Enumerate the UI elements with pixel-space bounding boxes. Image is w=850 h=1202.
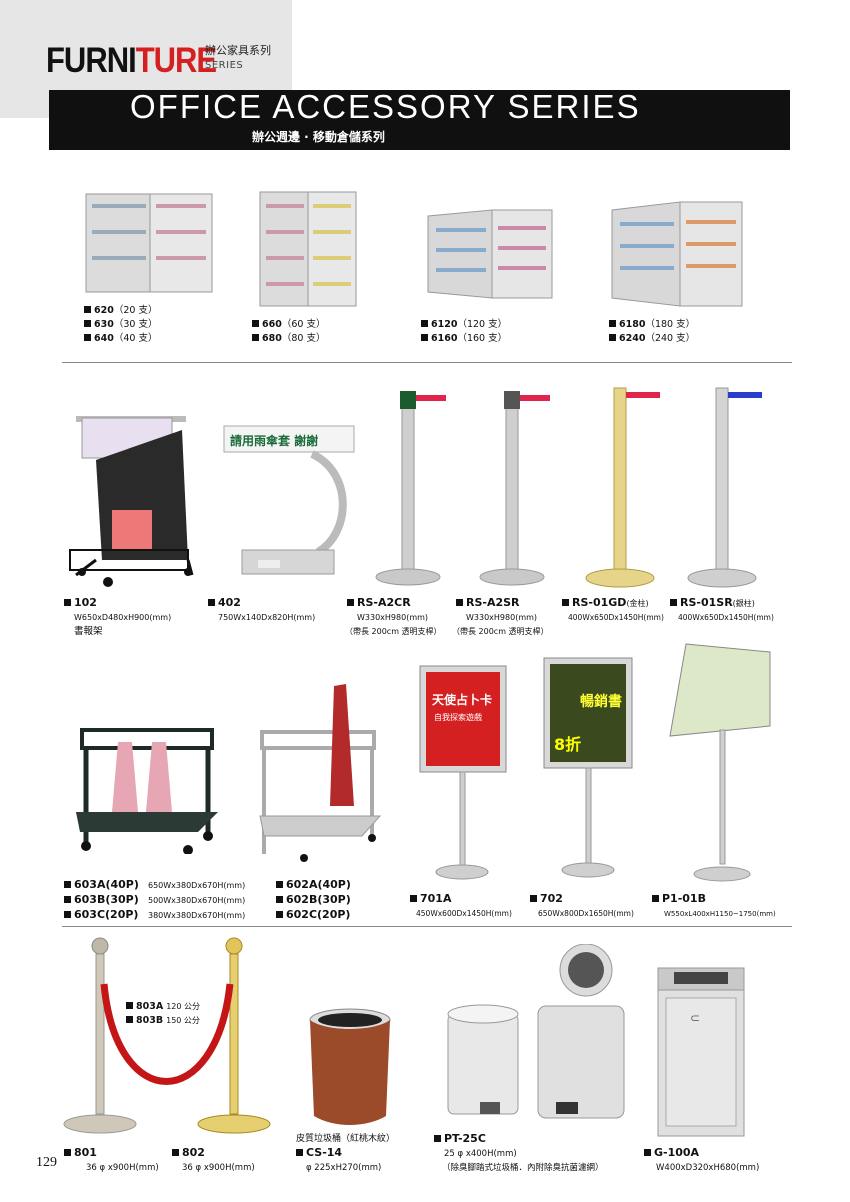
brand-part2: TURE	[135, 40, 217, 81]
key-cabinet-640-image	[85, 193, 213, 293]
key-cabinet-group-2: 660（60 支） 680（80 支）	[252, 318, 325, 346]
label-602-series: 602A(40P) 602B(30P) 602C(20P)	[276, 878, 351, 923]
section-divider	[62, 362, 792, 363]
label-cs14: 皮質垃圾桶（紅桃木紋） CS-14 φ 225xH270(mm)	[296, 1134, 396, 1173]
label-pt25c: PT-25C 25 φ x400H(mm) （除臭腳踏式垃圾桶．內附除臭抗菌濾網…	[434, 1132, 604, 1175]
label-603-series: 603A(40P)650Wx380Dx670H(mm) 603B(30P)500…	[64, 878, 245, 923]
label-402: 402 750Wx140Dx820H(mm)	[208, 596, 315, 625]
umbrella-stand-602-image	[259, 684, 382, 862]
label-g100a: G-100A W400xD320xH680(mm)	[644, 1146, 759, 1175]
key-cabinet-6240-image	[611, 201, 743, 307]
label-p1-01b: P1-01B W550xL400xH1150~1750(mm)	[652, 892, 776, 921]
umbrella-stand-603-image	[76, 728, 218, 854]
trash-bin-g100a-image: ⊂	[657, 967, 745, 1137]
list-item: 603C(20P)380Wx380Dx670H(mm)	[64, 908, 245, 923]
label-802: 802 36 φ x900H(mm)	[172, 1146, 255, 1175]
list-item: 603B(30P)500Wx380Dx670H(mm)	[64, 893, 245, 908]
list-item: 6120（120 支）	[421, 318, 507, 332]
sign-stand-702-image: 暢銷書 8折	[543, 657, 633, 878]
umbrella-bagger-image: 請用雨傘套 謝謝	[223, 425, 355, 575]
list-item: 602B(30P)	[276, 893, 351, 908]
key-cabinet-group-1: 620（20 支） 630（30 支） 640（40 支）	[84, 304, 157, 346]
stanchion-rs-01gd-image	[585, 387, 660, 588]
list-item: 603A(40P)650Wx380Dx670H(mm)	[64, 878, 245, 893]
stanchion-rs-a2sr-image	[479, 391, 550, 586]
brand-en: SERIES	[205, 60, 244, 71]
list-item: 620（20 支）	[84, 304, 157, 318]
magazine-rack-image	[69, 416, 194, 587]
list-item: 803B 150 公分	[126, 1014, 200, 1028]
label-rs-a2cr: RS-A2CR W330xH980(mm) （帶長 200cm 透明支桿）	[345, 596, 442, 636]
poster-701a-sub: 自我探索遊戲	[434, 712, 482, 722]
list-item: 6240（240 支）	[609, 332, 695, 346]
umbrella-sign-text: 請用雨傘套 謝謝	[230, 433, 318, 448]
list-item: 803A 120 公分	[126, 1000, 200, 1014]
bin-handle-icon: ⊂	[690, 1011, 700, 1025]
list-item: 630（30 支）	[84, 318, 157, 332]
label-rope-803: 803A 120 公分 803B 150 公分	[126, 1000, 200, 1028]
label-rs-01gd: RS-01GD(金柱) 400Wx650Dx1450H(mm)	[562, 596, 664, 625]
label-702: 702 650Wx800Dx1650H(mm)	[530, 892, 634, 921]
key-cabinet-group-3: 6120（120 支） 6160（160 支）	[421, 318, 507, 346]
key-cabinet-group-4: 6180（180 支） 6240（240 支）	[609, 318, 695, 346]
rope-stanchion-image	[63, 937, 271, 1134]
page-subtitle: 辦公週邊 · 移動倉儲系列	[252, 130, 385, 144]
sign-stand-p1-01b-image	[669, 643, 771, 882]
label-701a: 701A 450Wx600Dx1450H(mm)	[410, 892, 512, 921]
label-rs-a2sr: RS-A2SR W330xH980(mm) （帶長 200cm 透明支桿）	[452, 596, 549, 636]
list-item: 6160（160 支）	[421, 332, 507, 346]
key-cabinet-680-image	[259, 191, 357, 307]
list-item: 680（80 支）	[252, 332, 325, 346]
brand-cn: 辦公家具系列	[205, 44, 271, 57]
title-banner	[49, 90, 790, 150]
poster-701a-title: 天使占卜卡	[432, 692, 492, 707]
list-item: 640（40 支）	[84, 332, 157, 346]
list-item: 602C(20P)	[276, 908, 351, 923]
key-cabinet-6160-image	[427, 209, 553, 299]
poster-702-num: 8折	[554, 735, 581, 754]
poster-702-title: 暢銷書	[580, 693, 622, 710]
page-number: 129	[36, 1155, 57, 1170]
list-item: 6180（180 支）	[609, 318, 695, 332]
label-rs-01sr: RS-01SR(銀柱) 400Wx650Dx1450H(mm)	[670, 596, 774, 625]
label-102: 102 W650xD480xH900(mm) 書報架	[64, 596, 171, 639]
wastebasket-cs14-image	[309, 1008, 391, 1125]
page-title: OFFICE ACCESSORY SERIES	[130, 88, 641, 125]
stanchion-rs-a2cr-image	[375, 391, 446, 586]
brand-part1: FURNI	[46, 40, 137, 81]
list-item: 602A(40P)	[276, 878, 351, 893]
label-801: 801 36 φ x900H(mm)	[64, 1146, 159, 1175]
brand-logo: FURNITURE	[46, 40, 217, 81]
list-item: 660（60 支）	[252, 318, 325, 332]
section-divider	[62, 926, 792, 927]
pedal-bin-pt25c-image	[447, 944, 625, 1119]
stanchion-rs-01sr-image	[687, 387, 762, 588]
sign-stand-701a-image: 天使占卜卡 自我探索遊戲	[419, 665, 507, 880]
